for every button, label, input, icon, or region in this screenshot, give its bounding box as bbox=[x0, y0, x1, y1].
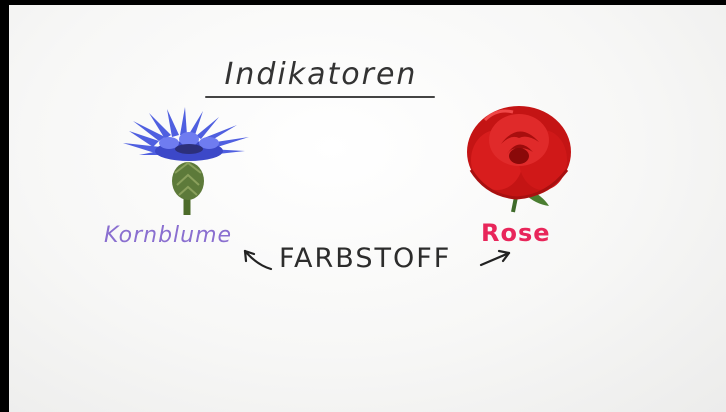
whiteboard: Indikatoren bbox=[9, 5, 726, 412]
arrow-right-icon bbox=[479, 249, 511, 267]
arrow-left-icon bbox=[243, 249, 273, 271]
cornflower-icon bbox=[123, 107, 249, 215]
rose-icon bbox=[467, 106, 571, 213]
title-underline bbox=[205, 96, 435, 98]
slide-title: Indikatoren bbox=[224, 57, 418, 92]
label-kornblume: Kornblume bbox=[104, 223, 233, 248]
label-farbstoff: FARBSTOFF bbox=[279, 243, 452, 274]
label-rose: Rose bbox=[481, 219, 551, 247]
